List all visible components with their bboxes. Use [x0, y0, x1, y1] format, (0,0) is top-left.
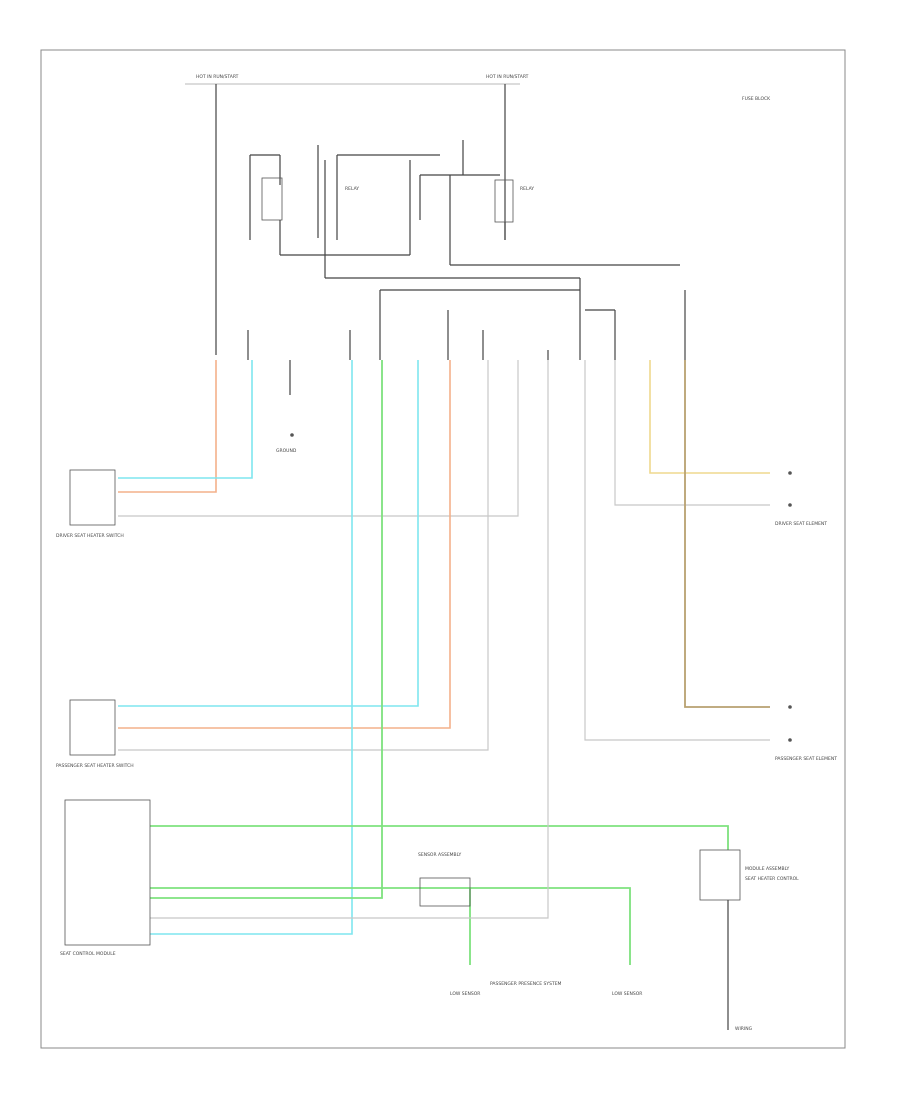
sensor-assembly-note: PASSENGER PRESENCE SYSTEM [490, 981, 562, 987]
control-module-label: SEAT CONTROL MODULE [60, 951, 116, 957]
low-sensor-2: LOW SENSOR [612, 991, 642, 997]
connector-row: GROUND [247, 310, 549, 454]
control-bus [324, 160, 686, 360]
relay-right: RELAY [419, 140, 534, 265]
passenger-switch-label: PASSENGER SEAT HEATER SWITCH [56, 763, 134, 769]
driver-heater-switch: DRIVER SEAT HEATER SWITCH [56, 469, 124, 539]
relay-right-label: RELAY [520, 186, 534, 192]
relay-left-label: RELAY [345, 186, 359, 192]
diagram-border [40, 49, 846, 1049]
driver-switch-label: DRIVER SEAT HEATER SWITCH [56, 533, 124, 539]
ground-label: GROUND [276, 448, 297, 454]
sensor-assembly: SENSOR ASSEMBLY PASSENGER PRESENCE SYSTE… [418, 852, 642, 997]
low-sensor-1: LOW SENSOR [450, 991, 480, 997]
power-feed-section: HOT IN RUN/START HOT IN RUN/START FUSE B… [185, 74, 771, 355]
passenger-heater-switch: PASSENGER SEAT HEATER SWITCH [56, 699, 134, 769]
right-module-label: MODULE ASSEMBLY [745, 866, 789, 872]
right-module-note: SEAT HEATER CONTROL [745, 876, 799, 882]
relay-left: RELAY [249, 145, 440, 256]
colored-wires [118, 360, 770, 965]
fuse-label-right: HOT IN RUN/START [486, 74, 529, 80]
seat-control-module: SEAT CONTROL MODULE [60, 799, 151, 957]
right-module: MODULE ASSEMBLY SEAT HEATER CONTROL WIRI… [699, 849, 799, 1032]
fuse-label-left: HOT IN RUN/START [196, 74, 239, 80]
sensor-assembly-label: SENSOR ASSEMBLY [418, 852, 462, 858]
passenger-seat-element: PASSENGER SEAT ELEMENT [775, 705, 837, 762]
driver-seat-element: DRIVER SEAT ELEMENT [775, 471, 827, 527]
right-bottom-note: WIRING [735, 1026, 753, 1032]
fuse-box-note: FUSE BLOCK [742, 96, 771, 102]
passenger-element-label: PASSENGER SEAT ELEMENT [775, 756, 837, 762]
driver-element-label: DRIVER SEAT ELEMENT [775, 521, 827, 527]
